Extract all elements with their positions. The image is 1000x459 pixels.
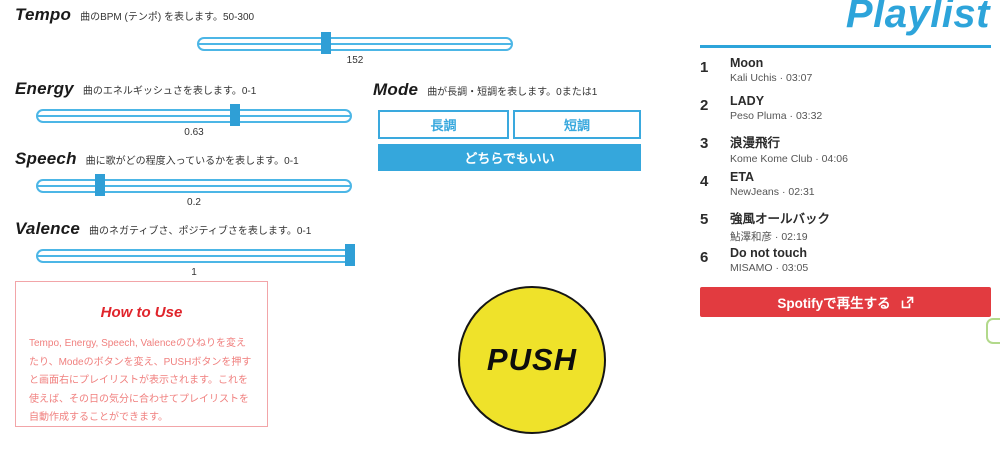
track-number: 2 [700,97,709,114]
tempo-slider-track[interactable] [197,32,513,54]
tempo-description: 曲のBPM (テンポ) を表します。50-300 [80,12,255,23]
track-artist: NewJeans [730,186,780,198]
list-item: 5 強風オールバック 鮎澤和彦 · 02:19 [700,208,991,243]
valence-title: Valence [15,219,81,238]
mode-section-header: Mode 曲が長調・短調を表します。0または1 [373,80,597,100]
track-meta: Kome Kome Club · 04:06 [730,153,848,165]
playlist-tracks: 1 Moon Kali Uchis · 03:07 2 LADY Peso Pl… [700,56,991,284]
track-title: 強風オールバック [730,212,831,226]
track-title: Do not touch [730,246,808,260]
mode-description: 曲が長調・短調を表します。0または1 [427,87,598,98]
track-title: 浪漫飛行 [730,136,781,150]
tempo-slider-thumb[interactable] [321,32,332,54]
speech-slider-line [38,185,350,187]
track-title: ETA [730,170,755,184]
mode-minor-button[interactable]: 短調 [513,110,641,139]
valence-slider-thumb[interactable] [345,244,355,266]
track-number: 5 [700,211,709,228]
energy-title: Energy [15,79,74,98]
tempo-title: Tempo [15,5,72,24]
list-item: 2 LADY Peso Pluma · 03:32 [700,94,991,124]
track-info: ETA NewJeans · 02:31 [730,170,815,200]
speech-description: 曲に歌がどの程度入っているかを表します。0-1 [85,156,299,167]
list-item: 6 Do not touch MISAMO · 03:05 [700,246,991,276]
push-button[interactable]: PUSH [458,286,606,434]
energy-slider-line [38,115,350,117]
energy-value: 0.63 [184,127,204,138]
track-separator: · [786,110,796,122]
track-separator: · [772,231,782,243]
track-duration: 02:31 [788,186,815,198]
energy-section-header: Energy 曲のエネルギッシュさを表します。0-1 [15,79,256,99]
energy-slider-track[interactable] [36,104,352,126]
spotify-play-label: Spotifyで再生する [777,296,891,311]
spotify-play-button[interactable]: Spotifyで再生する [700,287,991,317]
valence-slider-line [38,255,350,257]
how-to-use-title: How to Use [100,304,183,321]
tempo-slider[interactable]: 152 [197,32,513,66]
track-title: LADY [730,94,765,108]
track-separator: · [776,72,787,84]
valence-value: 1 [191,267,197,278]
track-number: 1 [700,59,709,76]
speech-slider[interactable]: 0.2 [36,174,352,208]
track-separator: · [812,153,822,165]
speech-value: 0.2 [187,197,201,208]
mode-either-button[interactable]: どちらでもいい [378,144,641,171]
valence-slider[interactable]: 1 [36,244,355,278]
valence-section-header: Valence 曲のネガティブさ、ポジティブさを表します。0-1 [15,219,311,239]
tempo-value: 152 [346,55,364,66]
track-duration: 04:06 [821,153,848,165]
list-item: 1 Moon Kali Uchis · 03:07 [700,56,991,86]
speech-slider-thumb[interactable] [95,174,106,196]
track-title: Moon [730,56,764,70]
track-info: 浪漫飛行 Kome Kome Club · 04:06 [730,132,848,165]
valence-description: 曲のネガティブさ、ポジティブさを表します。0-1 [89,226,312,237]
speech-title: Speech [15,149,77,168]
track-duration: 03:05 [781,262,809,274]
energy-slider-thumb[interactable] [229,104,240,126]
playlist-divider [700,45,991,48]
how-to-use-body: Tempo, Energy, Speech, Valenceのひねりを変えたり、… [29,338,252,423]
edge-peek-button[interactable] [986,318,1000,344]
mode-title: Mode [373,80,419,99]
track-duration: 02:19 [781,231,808,243]
track-meta: Peso Pluma · 03:32 [730,110,822,122]
track-artist: Kali Uchis [730,72,777,84]
track-meta: MISAMO · 03:05 [730,262,808,274]
speech-section-header: Speech 曲に歌がどの程度入っているかを表します。0-1 [15,149,299,169]
track-info: Moon Kali Uchis · 03:07 [730,56,812,86]
playlist-title: Playlist [845,0,990,36]
track-duration: 03:07 [786,72,813,84]
track-artist: Kome Kome Club [730,153,813,165]
speech-slider-track[interactable] [36,174,352,196]
track-duration: 03:32 [795,110,823,122]
valence-slider-track[interactable] [36,244,355,266]
energy-description: 曲のエネルギッシュさを表します。0-1 [82,86,257,97]
track-meta: NewJeans · 02:31 [730,186,815,198]
track-separator: · [772,262,782,274]
track-separator: · [779,186,789,198]
track-number: 3 [700,135,709,152]
track-artist: 鮎澤和彦 [730,231,772,243]
tempo-slider-line [199,43,511,45]
track-number: 6 [700,249,709,266]
track-artist: MISAMO [730,262,773,274]
tempo-section-header: Tempo 曲のBPM (テンポ) を表します。50-300 [15,5,254,25]
track-info: Do not touch MISAMO · 03:05 [730,246,808,276]
external-link-icon [901,296,914,309]
track-info: LADY Peso Pluma · 03:32 [730,94,822,124]
list-item: 4 ETA NewJeans · 02:31 [700,170,991,200]
energy-slider[interactable]: 0.63 [36,104,352,138]
track-meta: Kali Uchis · 03:07 [730,72,812,84]
track-number: 4 [700,173,709,190]
track-info: 強風オールバック 鮎澤和彦 · 02:19 [730,208,831,243]
how-to-use-box: How to Use Tempo, Energy, Speech, Valenc… [15,281,268,427]
track-artist: Peso Pluma [730,110,787,122]
list-item: 3 浪漫飛行 Kome Kome Club · 04:06 [700,132,991,165]
track-meta: 鮎澤和彦 · 02:19 [730,229,830,244]
mode-major-button[interactable]: 長調 [378,110,509,139]
